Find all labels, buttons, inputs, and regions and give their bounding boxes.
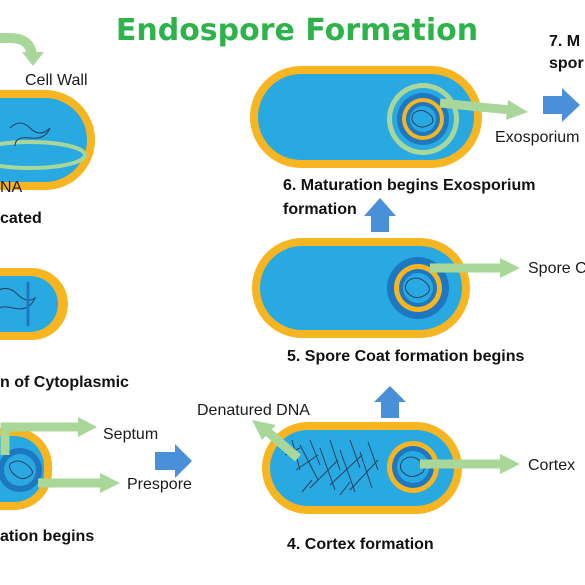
- arrow-head-icon: [22, 52, 44, 66]
- next-step-arrow-icon: [543, 88, 580, 122]
- step2-caption: n of Cytoplasmic: [0, 374, 129, 391]
- step3-caption: ation begins: [0, 528, 94, 545]
- denatured-dna-label: Denatured DNA: [197, 402, 310, 419]
- step3-cell: [0, 428, 52, 510]
- exosporium-arrow: [439, 98, 528, 120]
- dna-loop: [0, 140, 87, 170]
- denatured-dna-arrow: [252, 420, 301, 462]
- dna-icon: [9, 122, 51, 147]
- arrow-head-icon: [100, 473, 120, 493]
- exosporium-label: Exosporium: [495, 129, 579, 146]
- septum-label: Septum: [103, 426, 158, 443]
- arrow-head-icon: [506, 100, 528, 120]
- curved-arrow-icon: [0, 33, 37, 56]
- septum-arrow: [0, 417, 97, 455]
- next-step-arrow-icon: [155, 444, 192, 478]
- step6-caption-line2: formation: [283, 201, 357, 218]
- spore-core: [403, 273, 433, 303]
- step7-caption-line2: spor: [549, 55, 584, 72]
- step5-caption: 5. Spore Coat formation begins: [287, 348, 524, 365]
- dna-icon: [411, 110, 434, 128]
- arrow-head-icon: [500, 454, 520, 474]
- step2-cell: [0, 268, 68, 340]
- step1-caption: cated: [0, 210, 42, 227]
- next-step-arrow-icon: [374, 386, 406, 418]
- dna-label: NA: [0, 179, 23, 196]
- cortex-arrow: [420, 454, 520, 474]
- cortex-label: Cortex: [528, 457, 575, 474]
- step6-caption-line1: 6. Maturation begins Exosporium: [283, 177, 535, 194]
- spore-core: [410, 106, 436, 132]
- arrow-head-icon: [252, 420, 276, 440]
- step1-cell: [0, 33, 95, 190]
- dna-icon: [404, 277, 430, 299]
- prespore-arrow: [38, 473, 120, 493]
- dna-icon: [399, 456, 425, 478]
- arrow-head-icon: [78, 417, 97, 437]
- step7-caption-line1: 7. M: [549, 33, 580, 50]
- dna-icon: [9, 460, 33, 480]
- step4-cell: [262, 422, 462, 514]
- arrow-head-icon: [500, 258, 520, 278]
- step4-caption: 4. Cortex formation: [287, 536, 434, 553]
- spore-coat-arrow: [430, 258, 520, 278]
- prespore-core: [4, 454, 36, 486]
- step5-cell: [252, 238, 470, 338]
- page-title: Endospore Formation: [116, 13, 478, 48]
- spore-coat-label: Spore C: [528, 260, 585, 277]
- next-step-arrow-icon: [364, 198, 396, 232]
- cell-wall-label: Cell Wall: [25, 72, 88, 89]
- step6-cell: [250, 66, 482, 168]
- cytoplasm: [0, 98, 87, 182]
- prespore-label: Prespore: [127, 476, 192, 493]
